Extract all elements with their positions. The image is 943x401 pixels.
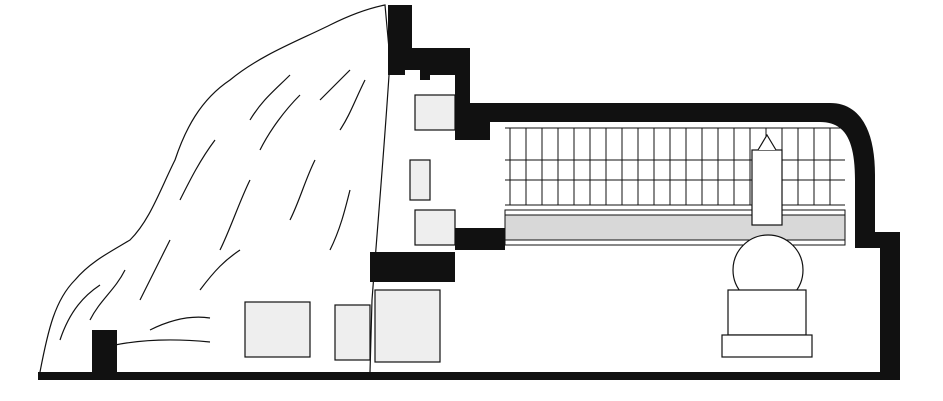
rock-outline [38,5,900,380]
stupa [721,133,813,358]
carved-panels [244,94,456,363]
cliff-face [39,4,391,373]
frieze [504,209,846,246]
vaulted-ceiling [505,127,845,206]
